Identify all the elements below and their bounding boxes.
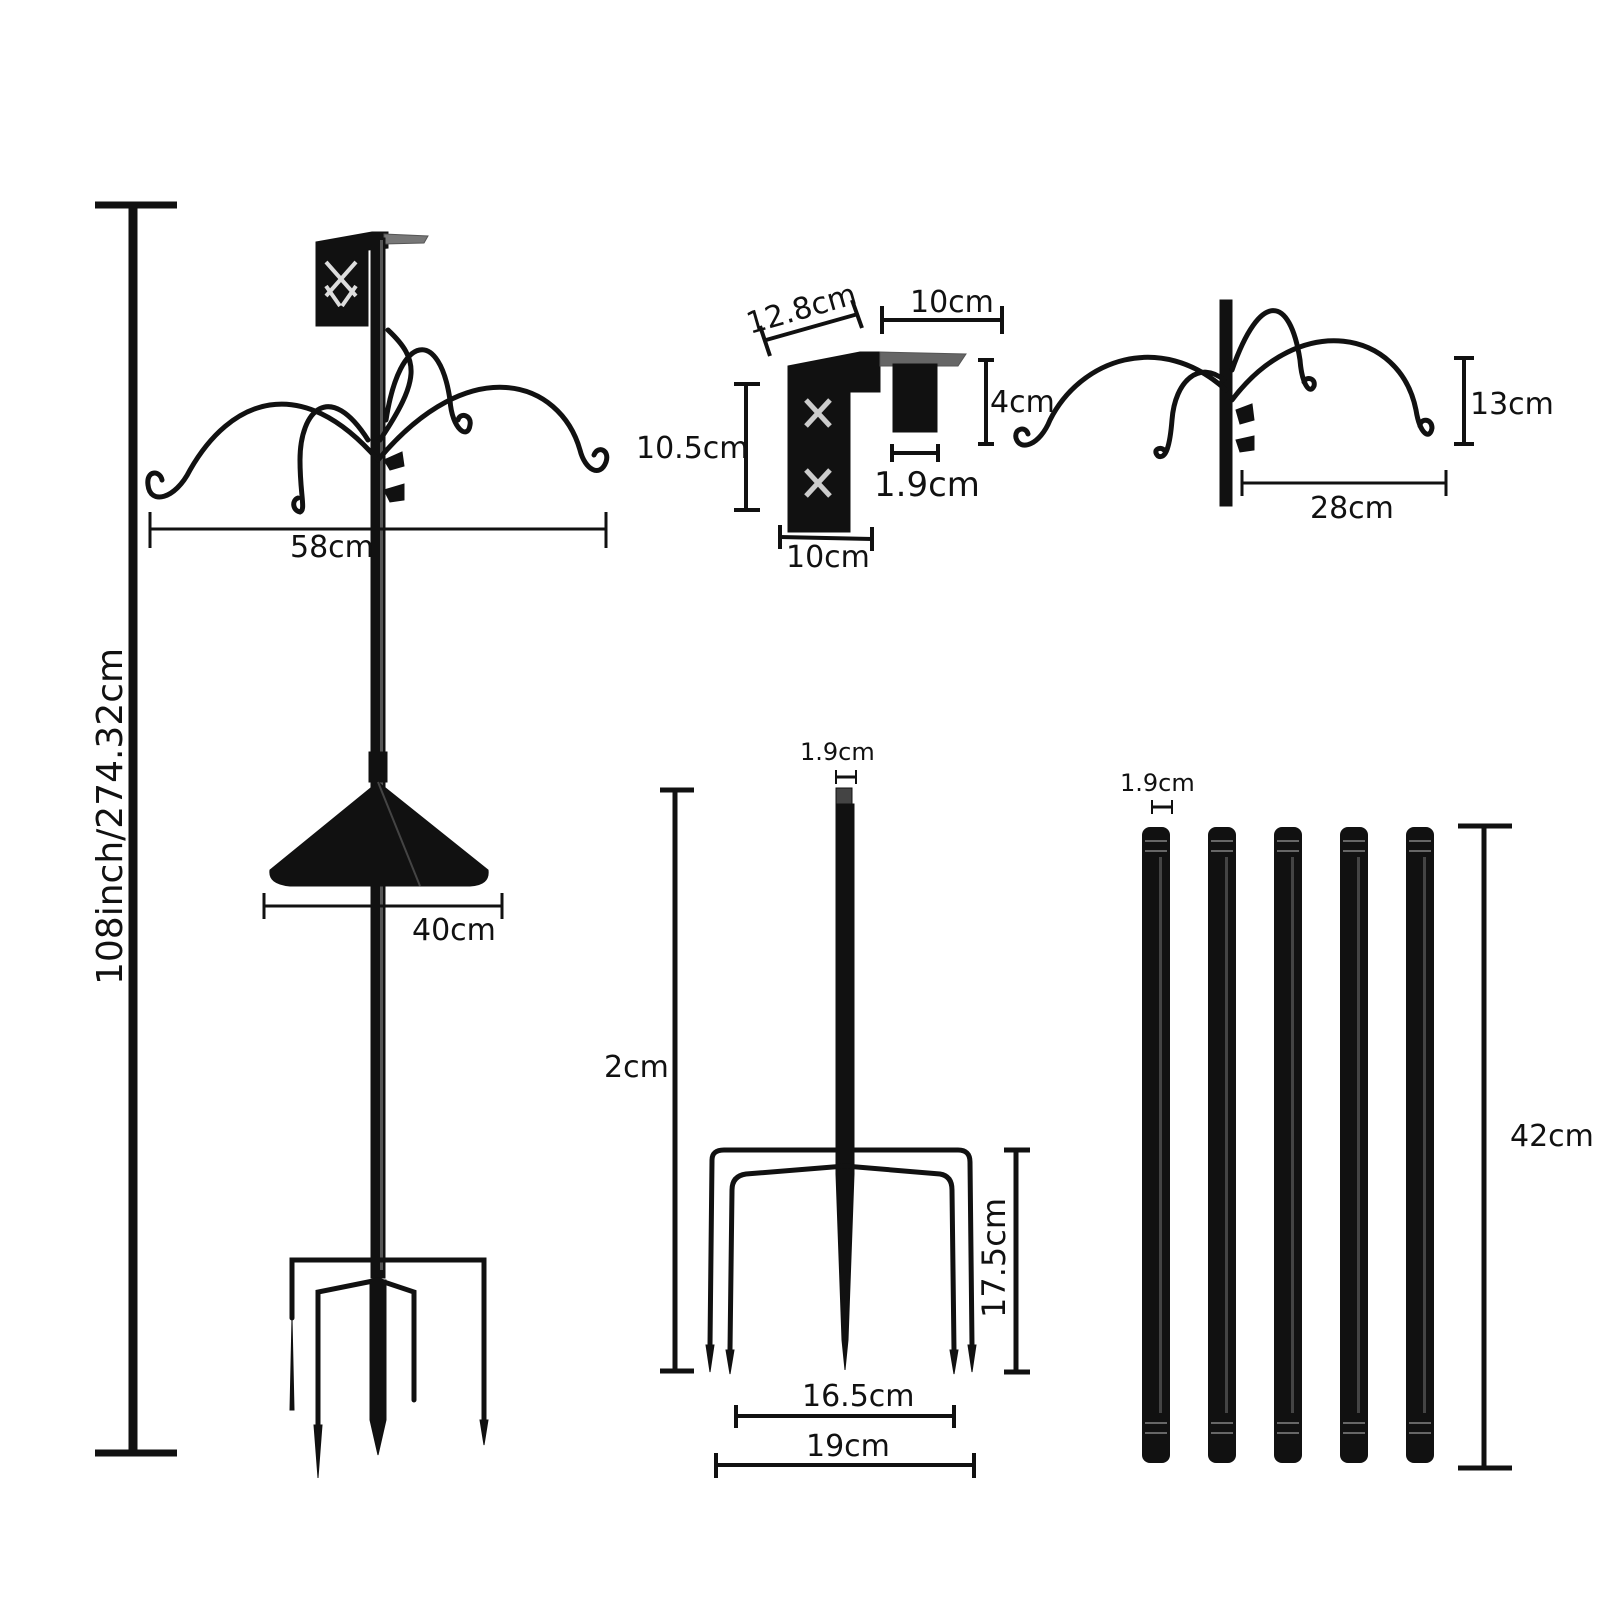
stake-height-label: 2cm — [604, 1050, 669, 1085]
extension-tube-icon — [1142, 827, 1434, 1463]
arm-detail: 13cm 28cm — [1013, 299, 1554, 526]
tube-highlight — [1225, 857, 1228, 1413]
total-height-label: 108inch/274.32cm — [90, 648, 131, 985]
shepherd-hook-pole-icon — [145, 231, 610, 1479]
assembled-pole: 108inch/274.32cm — [90, 201, 610, 1479]
extension-tube — [1208, 827, 1236, 1463]
bracket-sleeve-diameter-label: 1.9cm — [874, 465, 980, 505]
stake-inner-width-label: 16.5cm — [802, 1379, 915, 1414]
hook-span-dimension — [148, 512, 608, 548]
bracket-sleeve-height-label: 4cm — [990, 385, 1055, 420]
tube-length-label: 42cm — [1510, 1119, 1594, 1154]
bracket-detail: 12.8cm 10cm 10.5cm 4cm 1.9cm 10cm — [636, 277, 1055, 575]
stake-outer-width-label: 19cm — [806, 1429, 890, 1464]
total-height-dimension — [95, 201, 177, 1457]
mounting-bracket-icon — [787, 351, 967, 533]
baffle-diameter-label: 40cm — [412, 913, 496, 948]
arm-height-label: 13cm — [1470, 387, 1554, 422]
ground-stake-icon — [705, 787, 977, 1375]
stake-detail: 1.9cm 2cm 17.5cm 16.5cm 19cm — [604, 738, 1030, 1478]
tube-highlight — [1159, 857, 1162, 1413]
hanging-arm-icon — [1013, 299, 1435, 507]
stake-prong-height-label: 17.5cm — [975, 1198, 1013, 1318]
tube-highlight — [1357, 857, 1360, 1413]
baffle-diameter-dimension — [262, 893, 504, 919]
extension-tube — [1340, 827, 1368, 1463]
extension-tube — [1406, 827, 1434, 1463]
arm-length-label: 28cm — [1310, 491, 1394, 526]
extension-tube — [1142, 827, 1170, 1463]
stake-pole-diameter-label: 1.9cm — [800, 738, 875, 766]
tubes-detail: 1.9cm 42cm — [1120, 769, 1594, 1471]
bracket-top-length-label: 10cm — [910, 285, 994, 320]
bracket-height-label: 10.5cm — [636, 431, 749, 466]
hook-span-label: 58cm — [290, 530, 374, 565]
tube-diameter-label: 1.9cm — [1120, 769, 1195, 797]
extension-tube — [1274, 827, 1302, 1463]
bracket-bottom-width-label: 10cm — [786, 540, 870, 575]
tube-highlight — [1423, 857, 1426, 1413]
tube-highlight — [1291, 857, 1294, 1413]
